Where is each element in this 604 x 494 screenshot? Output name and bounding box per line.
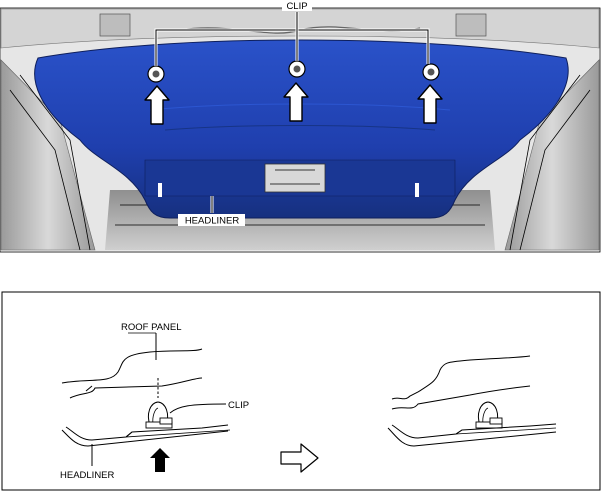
clip-marker-left bbox=[147, 65, 165, 83]
clip-leader-lines bbox=[154, 12, 430, 66]
high-mount-lamp-opening bbox=[264, 163, 326, 193]
roof-panel-before bbox=[61, 348, 203, 384]
clip-detail-diagram: ROOF PANEL CLIP HEADLINER bbox=[1, 291, 601, 491]
up-arrow-left bbox=[144, 85, 170, 125]
push-up-arrow bbox=[150, 448, 170, 472]
roof-panel-after bbox=[391, 355, 531, 400]
bottom-headliner-label: HEADLINER bbox=[60, 470, 115, 481]
before-installation-view: ROOF PANEL CLIP HEADLINER bbox=[60, 322, 249, 481]
right-pillar bbox=[504, 59, 600, 251]
headliner-before bbox=[61, 429, 229, 447]
headliner-vehicle-illustration: CLIP HEADLINER bbox=[0, 0, 601, 253]
after-installation-view bbox=[387, 355, 557, 447]
left-hinge bbox=[99, 13, 131, 37]
right-hinge bbox=[455, 13, 487, 37]
clip-part-before bbox=[145, 401, 173, 429]
sequence-arrow bbox=[280, 443, 319, 473]
up-arrow-right bbox=[417, 84, 443, 124]
left-pillar bbox=[0, 59, 96, 251]
roof-panel-label: ROOF PANEL bbox=[121, 322, 182, 333]
clip-marker-right bbox=[422, 63, 440, 81]
top-headliner-label: HEADLINER bbox=[185, 216, 240, 227]
clip-part-after bbox=[475, 401, 503, 429]
headliner-after bbox=[387, 427, 557, 447]
bottom-clip-label: CLIP bbox=[228, 400, 249, 411]
clip-marker-center bbox=[288, 60, 306, 78]
top-clip-label: CLIP bbox=[286, 1, 307, 12]
up-arrow-center bbox=[283, 82, 309, 122]
